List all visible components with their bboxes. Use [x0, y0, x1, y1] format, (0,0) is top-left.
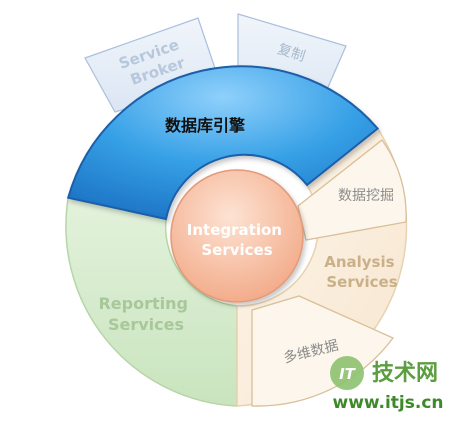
reporting-line1: Reporting — [98, 294, 187, 313]
watermark-logo-text: IT — [339, 365, 357, 383]
integration-services-label: Integration Services — [187, 221, 287, 259]
watermark-url: www.itjs.cn — [332, 393, 443, 413]
reporting-services-segment — [65, 196, 238, 407]
analysis-services-label: Analysis Services — [324, 253, 400, 291]
database-engine-segment — [66, 65, 380, 221]
reporting-services-label: Reporting Services — [98, 294, 193, 334]
analysis-line2: Services — [326, 273, 397, 291]
data-mining-label: 数据挖掘 — [338, 188, 394, 204]
integration-line1: Integration — [187, 221, 282, 239]
integration-services-hub: Integration Services — [170, 169, 304, 303]
watermark-site-name: 技术网 — [372, 361, 438, 386]
database-engine-label: 数据库引擎 — [165, 116, 246, 135]
reporting-line2: Services — [108, 315, 184, 334]
integration-line2: Services — [201, 241, 272, 259]
analysis-line1: Analysis — [324, 253, 394, 271]
watermark-logo-icon — [330, 356, 364, 390]
watermark: IT 技术网 www.itjs.cn — [330, 356, 444, 413]
olap-box: 多维数据 — [251, 295, 395, 407]
data-mining-box: 数据挖掘 — [297, 139, 407, 241]
